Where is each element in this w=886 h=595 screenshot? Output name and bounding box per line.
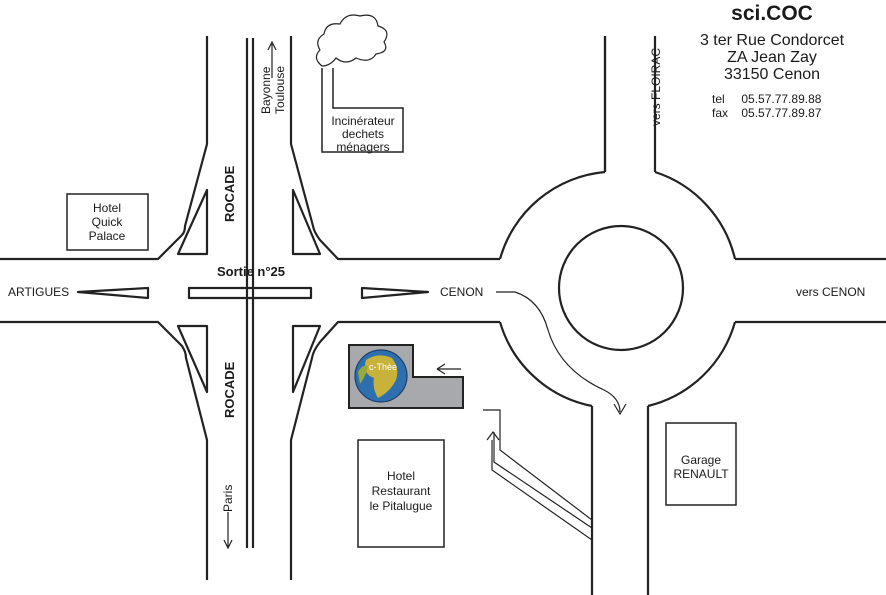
label-vers-floirac: vers FLOIRAC bbox=[649, 48, 663, 126]
label-artigues: ARTIGUES bbox=[8, 285, 69, 299]
label-incinerator-3: ménagers bbox=[336, 140, 389, 154]
address-line-1: 3 ter Rue Condorcet bbox=[699, 32, 845, 49]
roundabout-outer-edge-ne bbox=[603, 36, 657, 172]
hotel-restaurant-box bbox=[357, 439, 445, 548]
label-cenon: CENON bbox=[440, 285, 483, 299]
label-rocade-top: ROCADE bbox=[222, 165, 237, 222]
island-nw bbox=[176, 188, 209, 256]
contact-numbers: tel 05.57.77.89.88 fax 05.57.77.89.87 bbox=[662, 92, 882, 120]
roundabout-arc-se bbox=[647, 321, 737, 408]
tel-number: 05.57.77.89.88 bbox=[741, 92, 822, 106]
company-header: sci.COC 3 ter Rue Condorcet ZA Jean Zay … bbox=[662, 2, 882, 120]
label-hotel-quick-2: Quick bbox=[92, 215, 124, 229]
route-entry-outline bbox=[483, 409, 593, 542]
road-edge-bottom-mid bbox=[289, 320, 500, 580]
hotel-quick-box bbox=[66, 193, 149, 251]
roundabout-arc-ne bbox=[654, 170, 737, 260]
logo-text: c-Thèe bbox=[369, 362, 397, 372]
route-arrow-south-head bbox=[613, 403, 627, 416]
roundabout-center bbox=[557, 224, 685, 352]
globe-icon bbox=[354, 349, 408, 403]
label-toulouse: Toulouse bbox=[273, 66, 287, 114]
address-line-3: 33150 Cenon bbox=[723, 66, 821, 83]
label-hotel-quick-3: Palace bbox=[89, 229, 126, 243]
incinerator-box bbox=[321, 68, 404, 153]
lane-divider-sortie bbox=[187, 286, 313, 300]
lane-divider-west bbox=[76, 286, 150, 300]
roundabout-arc-sw bbox=[498, 321, 593, 408]
road-edge-bottom-west bbox=[0, 320, 209, 580]
label-hotel-restaurant-2: Restaurant bbox=[372, 484, 431, 498]
fax-number: 05.57.77.89.87 bbox=[741, 106, 822, 120]
cloud-icon bbox=[315, 14, 388, 67]
label-sortie: Sortie n°25 bbox=[217, 264, 285, 279]
roundabout-arc-nw bbox=[498, 170, 606, 260]
arrow-to-logo bbox=[436, 363, 461, 375]
label-garage-1: Garage bbox=[681, 453, 721, 467]
label-incinerator-1: Incinérateur bbox=[331, 114, 394, 128]
island-sw bbox=[176, 324, 209, 394]
label-hotel-quick-1: Hotel bbox=[93, 201, 121, 215]
arrow-north bbox=[267, 40, 277, 78]
route-entry-inner bbox=[493, 432, 593, 529]
tel-label: tel bbox=[712, 92, 725, 106]
arrow-south bbox=[223, 512, 233, 550]
island-ne bbox=[291, 188, 322, 256]
label-rocade-bottom: ROCADE bbox=[222, 361, 237, 418]
road-edge-top-mid bbox=[289, 36, 500, 261]
label-garage-2: RENAULT bbox=[673, 467, 729, 481]
fax-label: fax bbox=[712, 106, 729, 120]
label-hotel-restaurant-3: le Pitalugue bbox=[370, 499, 433, 513]
label-bayonne: Bayonne bbox=[259, 66, 273, 114]
roundabout-outer bbox=[497, 172, 733, 408]
company-name: sci.COC bbox=[731, 2, 813, 25]
route-entry-head bbox=[486, 431, 500, 441]
label-paris: Paris bbox=[221, 485, 235, 512]
label-incinerator-2: dechets bbox=[342, 127, 384, 141]
garage-box bbox=[665, 422, 737, 506]
route-arrow-south bbox=[496, 291, 621, 413]
island-se bbox=[291, 324, 322, 394]
lane-divider-east bbox=[360, 286, 430, 300]
label-hotel-restaurant-1: Hotel bbox=[387, 469, 415, 483]
label-vers-cenon: vers CENON bbox=[796, 285, 865, 299]
address-line-2: ZA Jean Zay bbox=[727, 49, 817, 66]
road-edge-top-west bbox=[0, 36, 209, 261]
